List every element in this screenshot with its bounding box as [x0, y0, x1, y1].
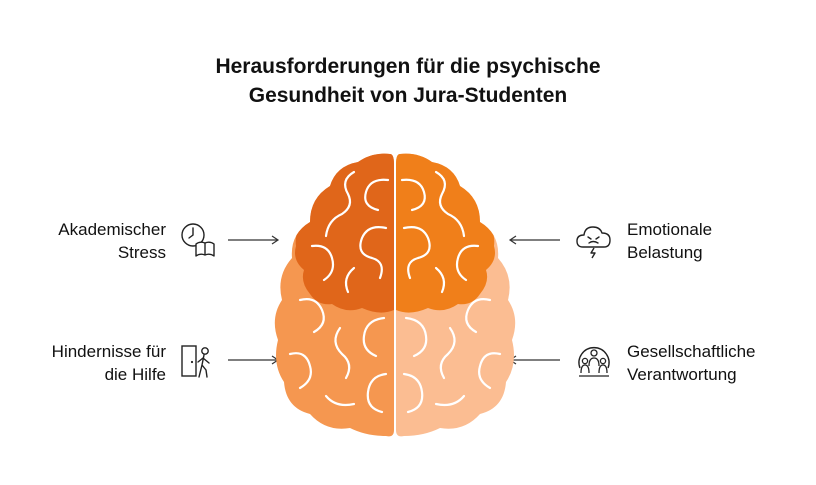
- title-line-2: Gesundheit von Jura-Studenten: [248, 84, 568, 107]
- label-emotional-strain: Emotionale Belastung: [627, 220, 713, 262]
- label-social-responsibility: Gesellschaftliche Verantwortung: [627, 342, 756, 384]
- arrow-academic-stress: [228, 235, 280, 245]
- people-group-icon: [578, 346, 610, 377]
- person-door-icon: [181, 345, 210, 378]
- label-academic-stress: Akademischer Stress: [58, 220, 166, 262]
- diagram-title: Herausforderungen für die psychische Ges…: [0, 52, 816, 110]
- brain-illustration: [274, 153, 516, 437]
- title-line-1: Herausforderungen für die psychische: [215, 55, 601, 78]
- arrow-emotional-strain: [508, 235, 560, 245]
- storm-cloud-icon: [576, 226, 611, 259]
- label-help-barriers: Hindernisse für die Hilfe: [51, 342, 166, 384]
- clock-book-icon: [181, 223, 215, 257]
